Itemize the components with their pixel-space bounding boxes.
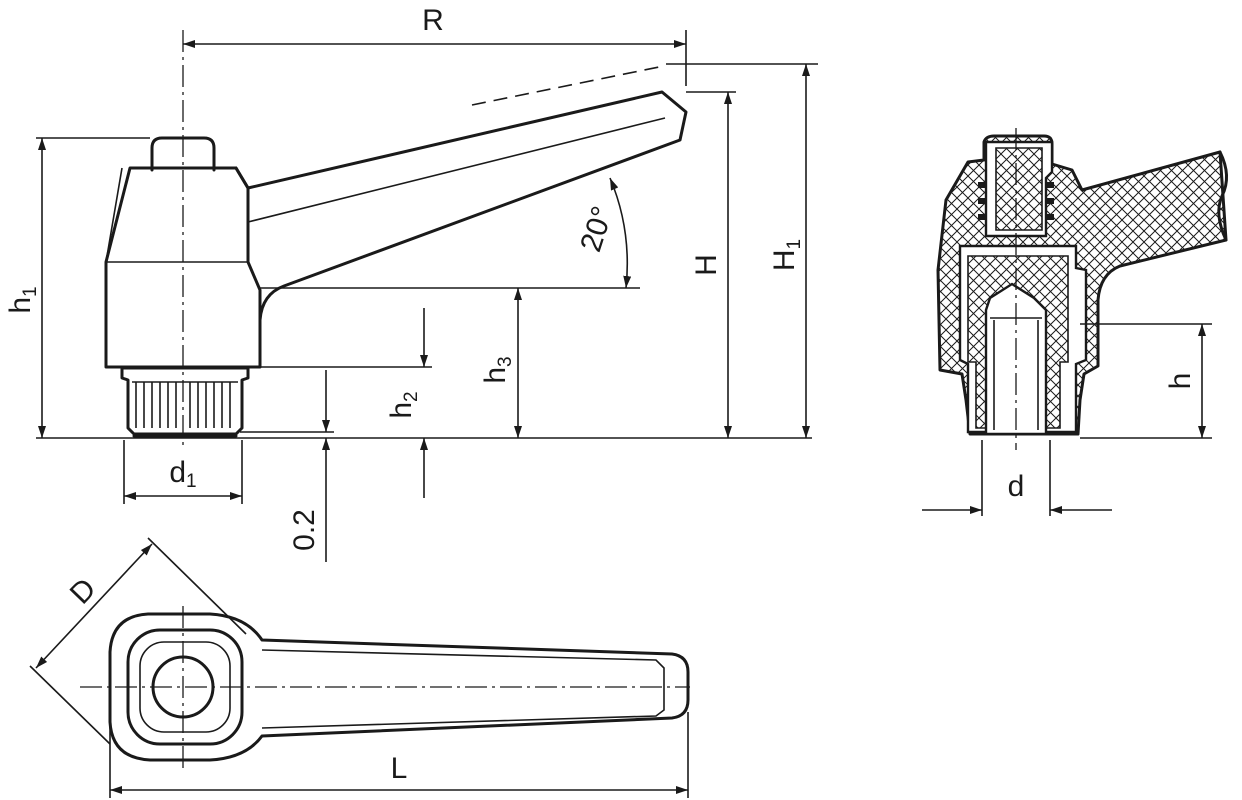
dim-gap: 0.2 bbox=[288, 370, 330, 562]
extension-lines bbox=[36, 30, 818, 504]
label-R: R bbox=[422, 4, 444, 37]
label-h1: h1 bbox=[4, 286, 41, 313]
label-angle: 20° bbox=[574, 202, 619, 255]
label-L: L bbox=[391, 752, 408, 785]
label-h2: h2 bbox=[385, 391, 422, 418]
dim-h3: h3 bbox=[479, 288, 522, 438]
top-view bbox=[80, 606, 690, 770]
dim-D: D bbox=[29, 537, 247, 745]
dim-L: L bbox=[109, 712, 689, 798]
spring bbox=[978, 182, 1054, 220]
label-gap: 0.2 bbox=[288, 509, 321, 551]
label-h: h bbox=[1164, 373, 1197, 390]
label-H: H bbox=[690, 254, 723, 276]
dim-h1: h1 bbox=[4, 138, 46, 438]
dim-H: H bbox=[690, 92, 732, 438]
dim-h2: h2 bbox=[385, 308, 428, 498]
section-view bbox=[936, 128, 1228, 450]
label-d: d bbox=[1008, 470, 1025, 503]
dim-h: h bbox=[1164, 324, 1206, 438]
dim-H1: H1 bbox=[768, 64, 810, 438]
side-view bbox=[104, 30, 688, 445]
label-d1: d1 bbox=[169, 456, 196, 492]
dim-R: R bbox=[183, 4, 686, 48]
label-D: D bbox=[64, 572, 103, 611]
knurl-lines bbox=[135, 382, 231, 428]
dim-angle: 20° bbox=[574, 177, 632, 289]
section-extension-lines bbox=[981, 323, 1212, 516]
label-H1: H1 bbox=[768, 239, 805, 271]
dim-d: d bbox=[922, 470, 1112, 514]
dim-d1: d1 bbox=[124, 456, 242, 500]
label-h3: h3 bbox=[479, 356, 516, 383]
